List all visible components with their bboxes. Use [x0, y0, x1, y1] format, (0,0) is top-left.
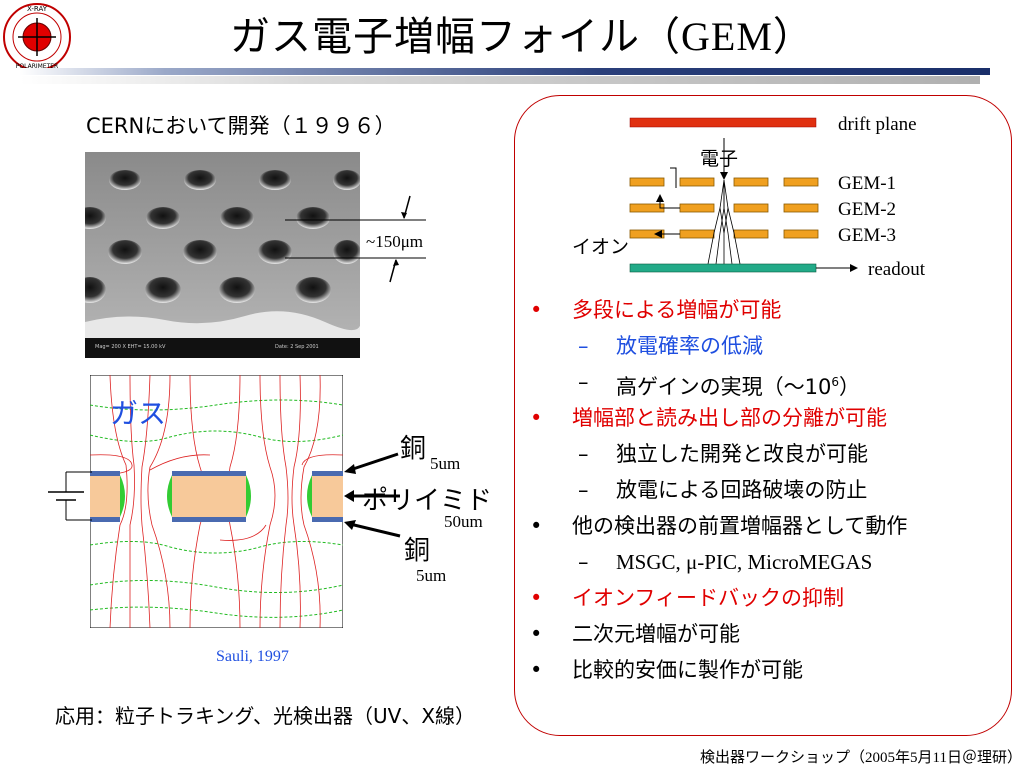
bullet-item: •比較的安価に製作が可能 — [530, 658, 803, 682]
copper-top-label: 銅 — [400, 434, 427, 464]
svg-text:X-RAY: X-RAY — [27, 5, 48, 13]
gem-sem-image: Mag= 200 X EHT= 15.00 kV Date: 2 Sep 200… — [85, 152, 360, 358]
right-panel — [514, 95, 1012, 736]
title-divider — [20, 68, 990, 84]
battery-symbol — [48, 471, 92, 521]
layer-arrows — [344, 452, 401, 538]
copper-top-thickness: 5um — [430, 454, 461, 473]
sem-dimension-markers — [360, 195, 426, 283]
bullet-item: •他の検出器の前置増幅器として動作 — [530, 514, 908, 538]
gem2-label: GEM-2 — [838, 199, 897, 220]
page-title: ガス電子増幅フォイル（GEM） — [230, 14, 814, 60]
electron-label: 電子 — [700, 148, 739, 170]
svg-text:POLARIMETER: POLARIMETER — [16, 63, 58, 70]
bullet-subitem: –独立した開発と改良が可能 — [578, 442, 868, 466]
bullet-subitem: –放電確率の低減 — [578, 334, 763, 358]
bullet-item: •増幅部と読み出し部の分離が可能 — [530, 406, 887, 430]
copper-bottom-label: 銅 — [404, 536, 431, 566]
polyimide-thickness: 50um — [444, 512, 483, 531]
footer: 検出器ワークショップ（2005年5月11日＠理研） — [700, 748, 1023, 766]
xray-polarimeter-logo: X-RAY POLARIMETER — [3, 3, 71, 71]
sem-dimension-label: ~150μm — [366, 232, 424, 251]
readout-label: readout — [868, 259, 925, 280]
bullet-subitem: –高ゲインの実現（～106） — [578, 370, 860, 399]
svg-text:Date: 2 Sep 2001: Date: 2 Sep 2001 — [275, 344, 319, 350]
gas-label: ガス — [110, 397, 167, 430]
polyimide-label: ポリイミド — [362, 486, 493, 516]
application-text: 応用：粒子トラキング、光検出器（UV、X線） — [55, 704, 476, 728]
copper-bottom-thickness: 5um — [416, 566, 447, 585]
triple-gem-diagram — [629, 117, 858, 273]
drift-plane-label: drift plane — [838, 114, 917, 135]
bullet-item: •イオンフィードバックの抑制 — [530, 586, 844, 610]
gem3-label: GEM-3 — [838, 225, 897, 246]
gem1-label: GEM-1 — [838, 173, 897, 194]
svg-text:Mag= 200 X EHT= 15.00 kV: Mag= 200 X EHT= 15.00 kV — [95, 344, 166, 350]
bullet-subitem: –放電による回路破壊の防止 — [578, 478, 868, 502]
feature-list: •多段による増幅が可能 –放電確率の低減 –高ゲインの実現（～106） •増幅部… — [530, 292, 1010, 688]
ion-label: イオン — [572, 236, 630, 258]
cern-subtitle: CERNにおいて開発（１９９６） — [86, 114, 396, 138]
bullet-subitem: –MSGC, μ-PIC, MicroMEGAS — [578, 550, 873, 574]
figure-caption: Sauli, 1997 — [216, 648, 289, 665]
gem-field-map — [90, 375, 343, 628]
bullet-item: •二次元増幅が可能 — [530, 622, 740, 646]
bullet-item: •多段による増幅が可能 — [530, 298, 782, 322]
